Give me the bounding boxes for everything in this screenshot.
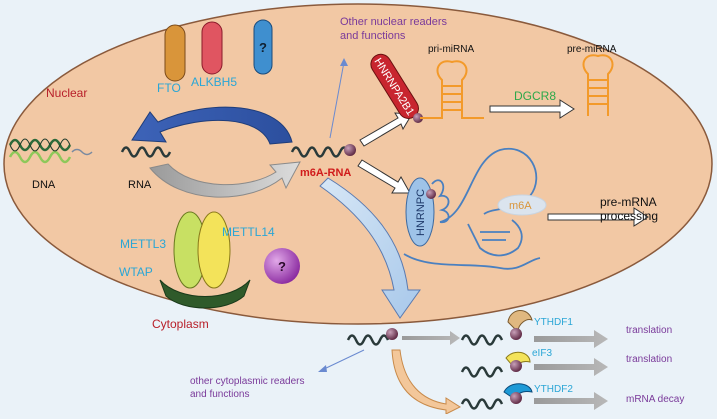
arrow-to-hnrnpc	[357, 159, 411, 194]
cyto-m6a-rna-icon	[346, 334, 390, 346]
row2-m6a-icon	[510, 360, 522, 372]
hnrnpa2b1-m6a-icon	[413, 113, 423, 123]
m6a-label: m6A	[509, 200, 532, 212]
other-cyto-line1: other cytoplasmic readers	[190, 376, 305, 387]
m6a-oval-icon	[497, 194, 547, 216]
nuclear-export-arrow	[319, 177, 421, 319]
m6a-rna-label: m6A-RNA	[300, 167, 351, 179]
alkbh5-label: ALKBH5	[191, 75, 237, 89]
m6a-rna-helix-icon	[290, 146, 350, 158]
transcription-squiggle	[71, 148, 93, 156]
m6a-mark-icon	[344, 144, 356, 156]
pri-mirna-label: pri-miRNA	[428, 44, 474, 55]
decay-arrow	[534, 392, 608, 410]
pre-mirna-label: pre-miRNA	[567, 44, 617, 55]
alkbh5-protein-icon	[201, 21, 223, 75]
other-nuclear-line2: and functions	[340, 30, 406, 42]
mettl14-label: METTL14	[222, 225, 275, 239]
row2-rna-icon	[460, 366, 504, 378]
rna-helix-icon	[120, 146, 172, 158]
translation2-arrow	[534, 358, 608, 376]
other-cyto-line2: and functions	[190, 389, 250, 400]
wtap-protein-icon	[159, 279, 251, 309]
dgcr8-label: DGCR8	[514, 89, 556, 103]
other-cyto-arrow	[321, 349, 365, 371]
demethylation-arrow	[131, 106, 293, 145]
mettl3-label: METTL3	[120, 237, 166, 251]
translation2-label: translation	[626, 354, 672, 365]
other-nuclear-arrowhead	[340, 58, 348, 66]
cyto-to-ythdf2-arrow	[391, 349, 462, 415]
ythdf1-label: YTHDF1	[534, 317, 573, 328]
rna-label: RNA	[128, 179, 152, 191]
fto-protein-icon	[164, 24, 186, 82]
row3-m6a-icon	[510, 392, 522, 404]
other-nuclear-line1: Other nuclear readers	[340, 16, 447, 28]
fto-label: FTO	[157, 81, 181, 95]
unknown-eraser-label: ?	[259, 40, 267, 55]
unknown-writer-label: ?	[278, 259, 286, 274]
hnrnpc-protein-icon: HNRNPC	[405, 177, 435, 247]
nuclear-label: Nuclear	[46, 86, 87, 100]
dna-helix-icon	[8, 138, 72, 164]
mrna-decay-label: mRNA decay	[626, 394, 684, 405]
dna-label: DNA	[32, 179, 56, 191]
methylation-arrow	[149, 161, 301, 198]
unknown-eraser-icon	[253, 19, 273, 75]
pre-mrna-arrow	[547, 207, 649, 227]
eif3-label: eIF3	[532, 348, 552, 359]
row3-rna-icon	[460, 398, 504, 410]
pri-mirna-hairpin-icon	[420, 60, 484, 119]
pre-mrna-line1: pre-mRNA	[600, 195, 657, 209]
ythdf2-label: YTHDF2	[534, 384, 573, 395]
hnrnpc-label: HNRNPC	[415, 189, 427, 236]
pre-mirna-hairpin-icon	[582, 54, 614, 116]
cytoplasm-label: Cytoplasm	[152, 317, 209, 331]
cyto-m6a-mark-icon	[386, 328, 398, 340]
ythdf1-protein-icon	[507, 310, 533, 334]
other-cyto-arrowhead	[318, 365, 327, 372]
pre-mrna-line2: processing	[600, 209, 658, 223]
other-nuclear-arrow	[329, 61, 345, 139]
dgcr8-arrow	[489, 99, 575, 119]
wtap-label: WTAP	[119, 265, 153, 279]
mettl14-protein-icon	[197, 211, 231, 289]
translation1-label: translation	[626, 325, 672, 336]
row1-rna-icon	[460, 334, 504, 346]
arrow-to-hnrnpa2b1	[359, 112, 413, 147]
row1-m6a-icon	[510, 328, 522, 340]
unknown-writer-sphere-icon	[264, 248, 300, 284]
cyto-to-ythdf1-arrow	[402, 331, 460, 345]
hnrnpc-m6a-icon	[426, 189, 436, 199]
translation1-arrow	[534, 330, 608, 348]
